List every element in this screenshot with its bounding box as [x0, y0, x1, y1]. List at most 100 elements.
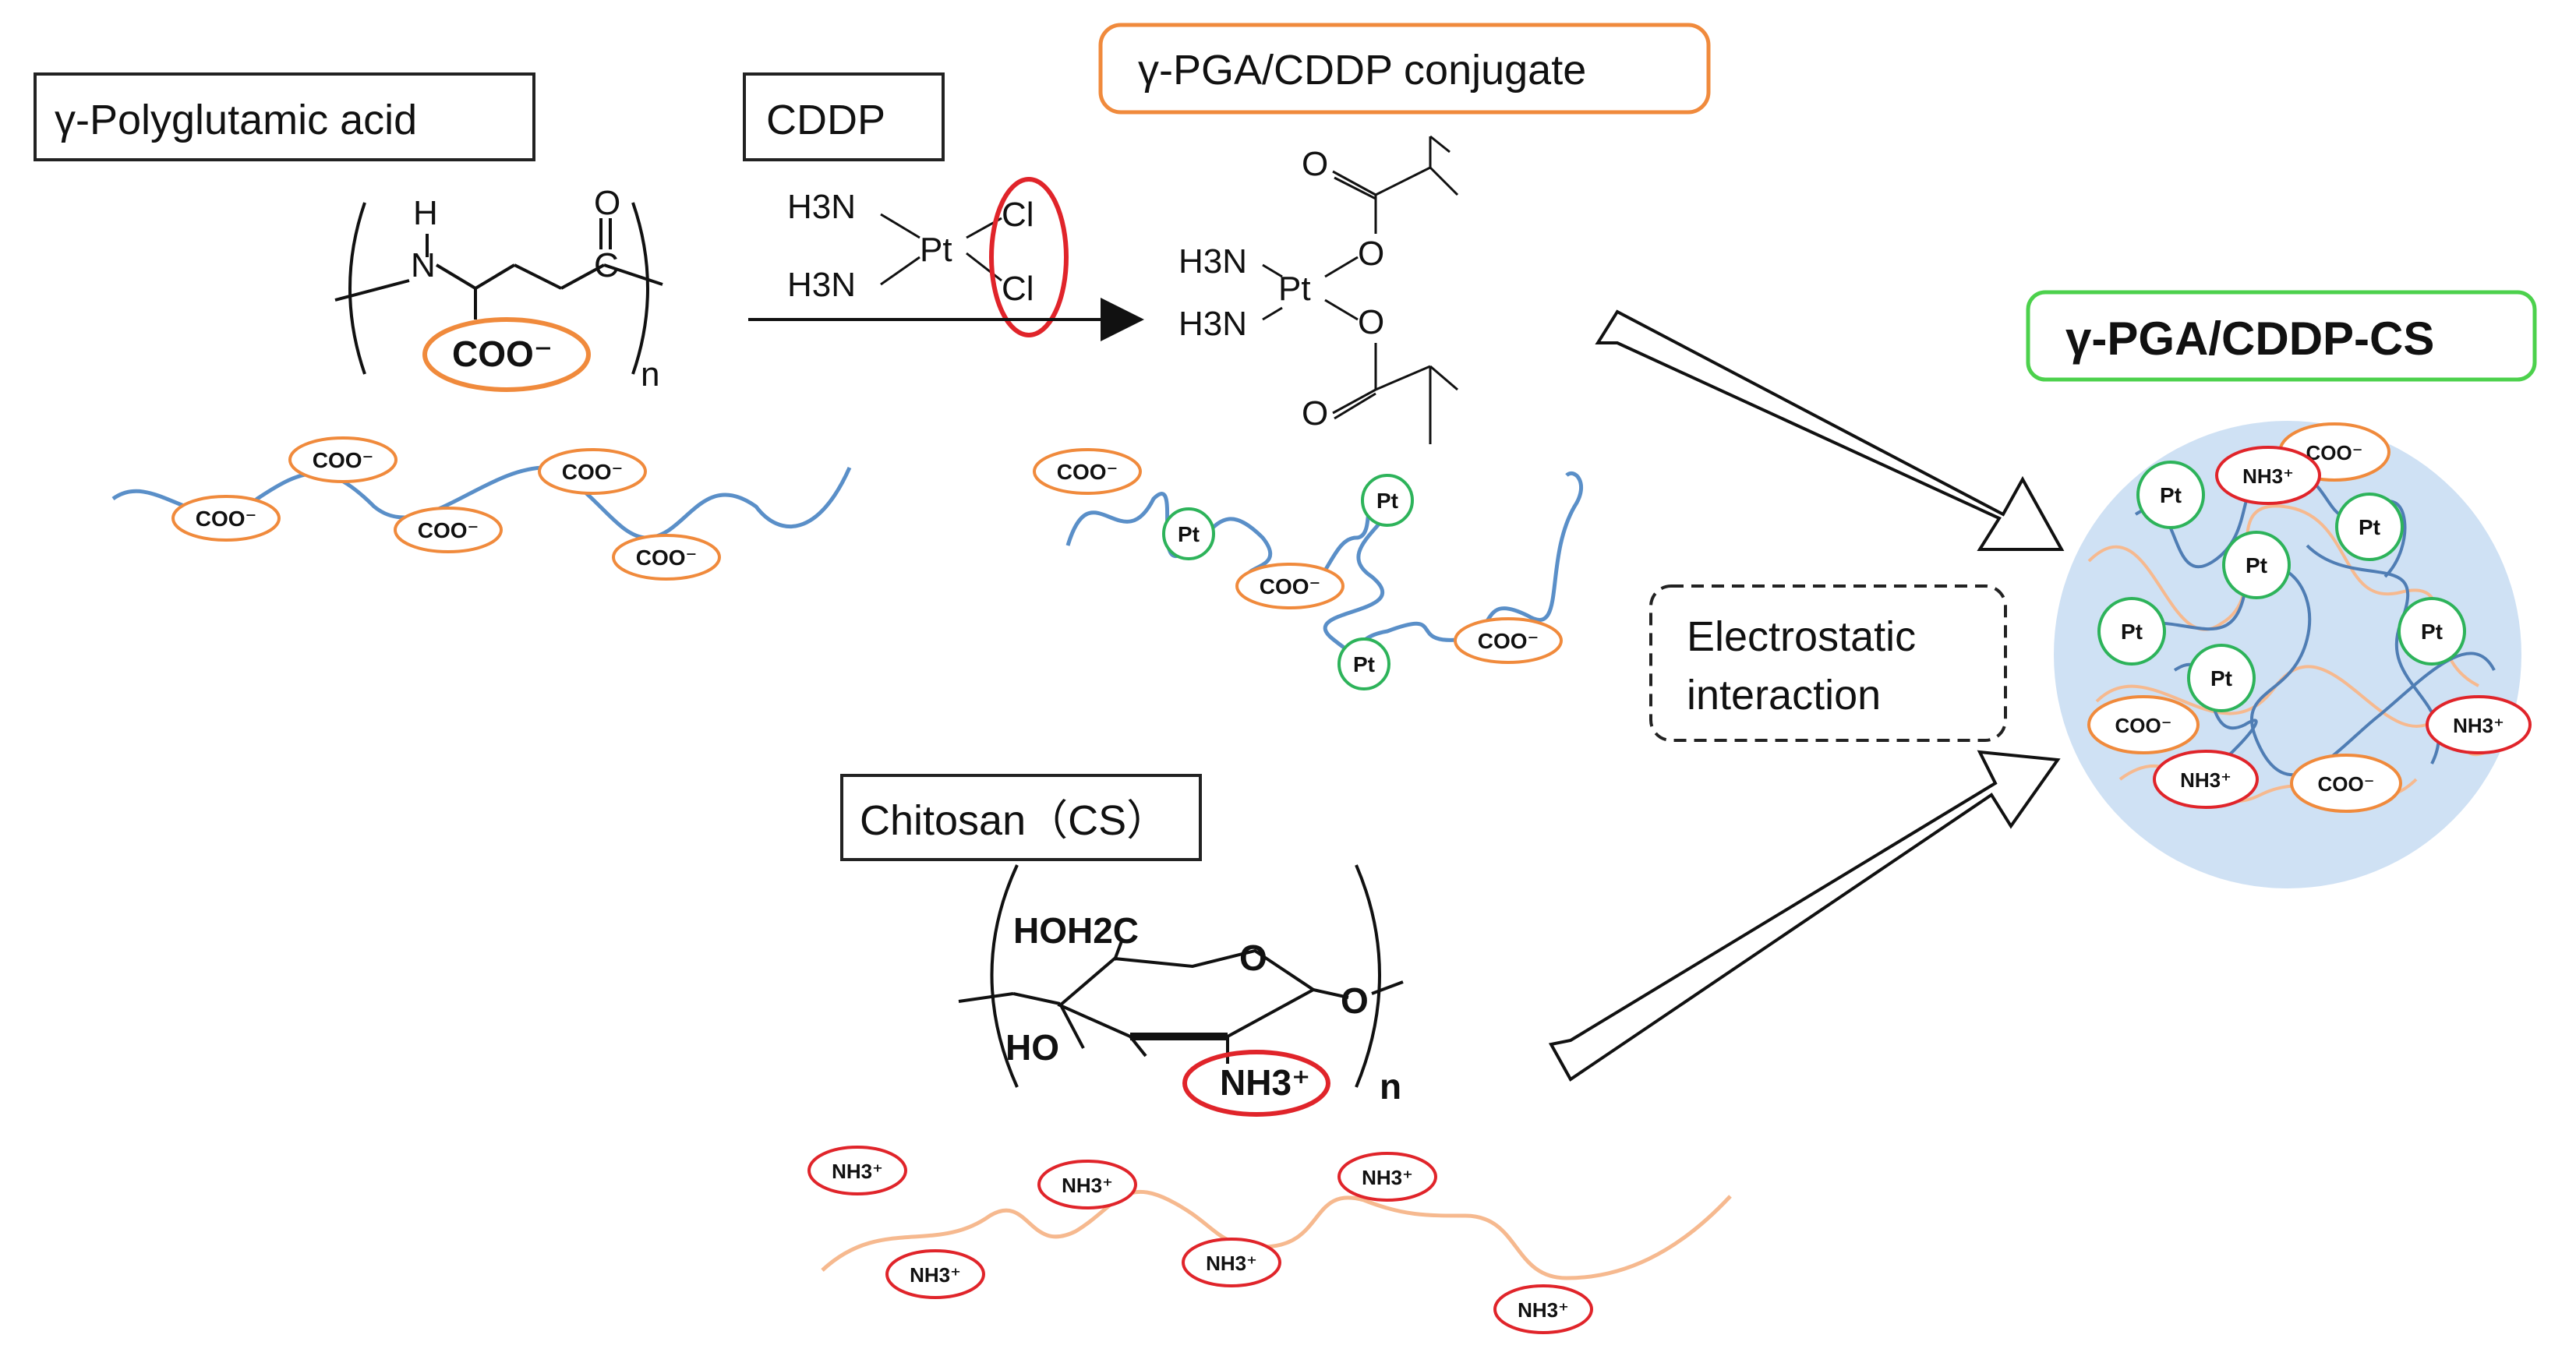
pga-coo-tag-3-outline — [538, 448, 647, 495]
conj-pt: Pt — [1278, 270, 1311, 308]
pga-coo-tag-2: COO⁻ — [171, 495, 281, 542]
np-pt-tag-1-text: Pt — [2160, 483, 2182, 507]
pga-coo-tag-4: COO⁻ — [394, 507, 503, 553]
cddp-structure: H3N H3N Pt Cl Cl — [787, 177, 1069, 337]
np-pt-tag-6-outline — [2187, 644, 2256, 712]
cs-ho: HO — [1005, 1027, 1059, 1068]
pga-coo-tag-4-text: COO⁻ — [418, 518, 479, 542]
conj-pt-tag-1-outline — [1162, 507, 1215, 560]
np-pt-tag-4-text: Pt — [2121, 620, 2143, 644]
pga-coo-tag-3: COO⁻ — [538, 448, 647, 495]
conj-o-bottom: O — [1302, 394, 1328, 433]
pga-coo-tag-1: COO⁻ — [288, 436, 398, 483]
product-label-box: γ-PGA/CDDP-CS — [2026, 290, 2537, 382]
np-nh3-tag-2-outline — [2426, 695, 2532, 754]
cs-hoh2c: HOH2C — [1013, 910, 1139, 951]
pga-c: C — [594, 246, 619, 284]
pga-o: O — [594, 184, 620, 222]
np-coo-tag-3: COO⁻ — [2290, 754, 2402, 813]
cs-nh3: NH3⁺ — [1220, 1062, 1310, 1103]
cddp-cl-bottom: Cl — [1002, 270, 1034, 308]
np-coo-tag-3-text: COO⁻ — [2318, 772, 2375, 796]
cddp-label-box: CDDP — [743, 72, 945, 161]
pga-n: N — [411, 246, 436, 284]
chitosan-structure: HOH2C O HO O NH3⁺ n — [958, 864, 1404, 1117]
np-pt-tag-4-outline — [2097, 597, 2166, 666]
cs-glyco-o: O — [1341, 980, 1369, 1021]
cs-nh3-tag-5-outline — [1337, 1152, 1437, 1202]
np-nh3-tag-2: NH3⁺ — [2426, 695, 2532, 754]
pga-coo-tag-3-text: COO⁻ — [562, 460, 624, 484]
np-pt-tag-1: Pt — [2136, 461, 2205, 529]
np-pt-tag-1-outline — [2136, 461, 2205, 529]
cddp-h3n-bottom: H3N — [787, 266, 856, 304]
conjugate-label-box: γ-PGA/CDDP conjugate — [1098, 23, 1711, 115]
np-coo-tag-2-text: COO⁻ — [2115, 714, 2172, 737]
np-pt-tag-6: Pt — [2187, 644, 2256, 712]
pga-coo-tag-1-outline — [288, 436, 398, 483]
np-nh3-tag-3-outline — [2153, 750, 2259, 809]
cs-nh3-tag-1: NH3⁺ — [807, 1146, 907, 1195]
np-nh3-tag-3-text: NH3⁺ — [2180, 768, 2231, 792]
np-nh3-tag-3: NH3⁺ — [2153, 750, 2259, 809]
cs-nh3-tag-5: NH3⁺ — [1337, 1152, 1437, 1202]
chitosan-label-box: Chitosan（CS） — [840, 774, 1202, 861]
cs-nh3-tag-5-text: NH3⁺ — [1362, 1166, 1413, 1189]
np-pt-tag-2-outline — [2335, 493, 2404, 561]
conj-pt-tag-3-outline — [1337, 637, 1390, 690]
cs-nh3-tag-3-text: NH3⁺ — [1062, 1174, 1113, 1197]
np-coo-tag-2: COO⁻ — [2087, 695, 2200, 754]
conj-o-upper: O — [1358, 235, 1384, 273]
conj-pt-tag-3: Pt — [1337, 637, 1390, 690]
np-nh3-tag-1-outline — [2215, 446, 2321, 505]
conj-o-lower: O — [1358, 303, 1384, 341]
electrostatic-label-line2: interaction — [1687, 672, 1881, 719]
cddp-label: CDDP — [766, 97, 885, 143]
cs-nh3-tag-2-text: NH3⁺ — [910, 1263, 961, 1287]
np-nh3-tag-1: NH3⁺ — [2215, 446, 2321, 505]
cs-nh3-tag-2: NH3⁺ — [885, 1249, 985, 1299]
np-pt-tag-3-outline — [2222, 531, 2291, 599]
pga-label-box: γ-Polyglutamic acid — [34, 72, 535, 161]
cddp-h3n-top: H3N — [787, 188, 856, 226]
conj-coo-tag-2: COO⁻ — [1235, 563, 1345, 609]
conj-coo-tag-2-text: COO⁻ — [1260, 574, 1321, 599]
np-nh3-tag-1-text: NH3⁺ — [2242, 464, 2294, 488]
cddp-cl-highlight — [989, 177, 1069, 337]
electrostatic-label-box: Electrostatic interaction — [1649, 584, 2007, 742]
chitosan-label: Chitosan（CS） — [860, 797, 1168, 844]
cs-ring-o: O — [1239, 938, 1267, 978]
cs-nh3-tag-4: NH3⁺ — [1182, 1238, 1281, 1287]
conjugate-label: γ-PGA/CDDP conjugate — [1138, 47, 1586, 94]
electrostatic-label-line1: Electrostatic — [1687, 613, 1916, 660]
np-pt-tag-3-text: Pt — [2246, 553, 2267, 577]
cs-nh3-tag-6-outline — [1493, 1284, 1593, 1334]
np-pt-tag-3: Pt — [2222, 531, 2291, 599]
cs-nh3-tag-6-text: NH3⁺ — [1518, 1298, 1569, 1322]
conj-pt-tag-1: Pt — [1162, 507, 1215, 560]
np-coo-tag-2-outline — [2087, 695, 2200, 754]
conj-coo-tag-3-outline — [1454, 617, 1563, 664]
pga-coo-tag-2-text: COO⁻ — [196, 507, 257, 531]
conj-h3n-bottom: H3N — [1178, 305, 1247, 343]
pga-coo: COO⁻ — [452, 334, 553, 374]
conj-coo-tag-2-outline — [1235, 563, 1345, 609]
pga-h: H — [413, 194, 438, 232]
conj-o-top: O — [1302, 145, 1328, 183]
cs-nh3-tag-3-outline — [1037, 1160, 1137, 1209]
pga-structure — [334, 202, 663, 375]
conj-coo-tag-3-text: COO⁻ — [1478, 629, 1539, 653]
pga-coo-tags: COO⁻COO⁻COO⁻COO⁻COO⁻ — [171, 436, 721, 581]
cs-nh3-tag-2-outline — [885, 1249, 985, 1299]
np-pt-tag-2-text: Pt — [2359, 515, 2380, 539]
np-pt-tag-2: Pt — [2335, 493, 2404, 561]
conj-pt-tag-2-outline — [1361, 474, 1414, 527]
cs-nh3-tag-4-outline — [1182, 1238, 1281, 1287]
conj-pt-tag-2: Pt — [1361, 474, 1414, 527]
np-pt-tag-5-text: Pt — [2421, 620, 2443, 644]
